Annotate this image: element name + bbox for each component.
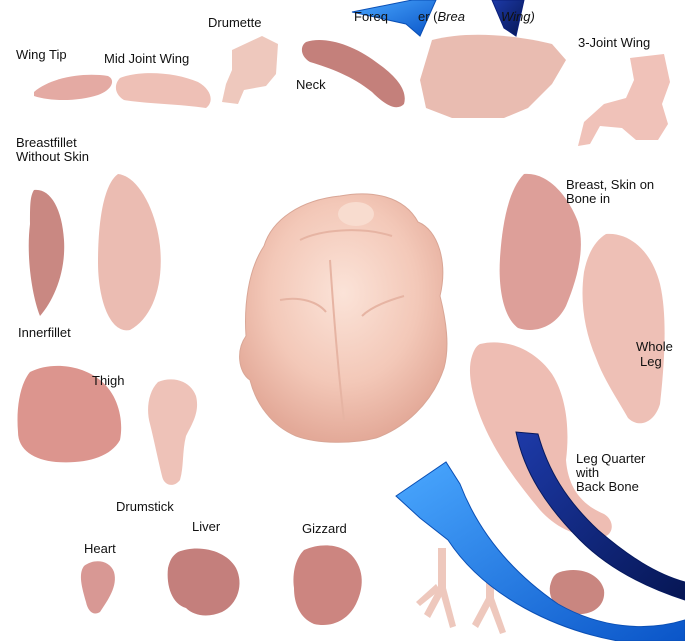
label-gizzard: Gizzard (302, 522, 347, 536)
heart-organ (81, 561, 115, 613)
wing-tip-cut (34, 75, 112, 100)
label-breast-skin-line1: Breast, Skin on (566, 178, 654, 192)
label-leg-quarter-line1: Leg Quarter (576, 452, 645, 466)
label-three-joint-wing: 3-Joint Wing (578, 36, 650, 50)
drumstick-cut (148, 379, 197, 485)
liver-organ (168, 549, 240, 616)
label-leg-quarter-line3: Back Bone (576, 480, 639, 494)
whole-chicken (240, 194, 447, 442)
label-drumette: Drumette (208, 16, 261, 30)
forequarter-cut (420, 35, 566, 118)
label-leg-quarter-line2: with (576, 466, 599, 480)
label-liver: Liver (192, 520, 220, 534)
whole-leg-cut (583, 234, 665, 423)
label-heart: Heart (84, 542, 116, 556)
label-breast-skin-line2: Bone in (566, 192, 610, 206)
label-drumstick: Drumstick (116, 500, 174, 514)
label-thigh: Thigh (92, 374, 125, 388)
breastfillet-without-skin-cut (98, 174, 161, 330)
gizzard-organ (293, 545, 361, 625)
label-innerfillet: Innerfillet (18, 326, 71, 340)
label-neck: Neck (296, 78, 326, 92)
mid-joint-wing-cut (116, 73, 211, 108)
label-breastfillet-line1: Breastfillet (16, 136, 77, 150)
leg-quarter-with-back-bone-cut (470, 342, 612, 536)
label-wing-tip: Wing Tip (16, 48, 67, 62)
three-joint-wing-cut (578, 54, 670, 146)
neck-cut (302, 40, 405, 107)
drumette-cut (222, 36, 278, 104)
label-mid-joint-wing: Mid Joint Wing (104, 52, 189, 66)
innerfillet-cut (29, 190, 64, 316)
label-whole-leg-line2: Leg (640, 355, 662, 369)
label-whole-leg-line1: Whole (636, 340, 673, 354)
label-breastfillet-line2: Without Skin (16, 150, 89, 164)
